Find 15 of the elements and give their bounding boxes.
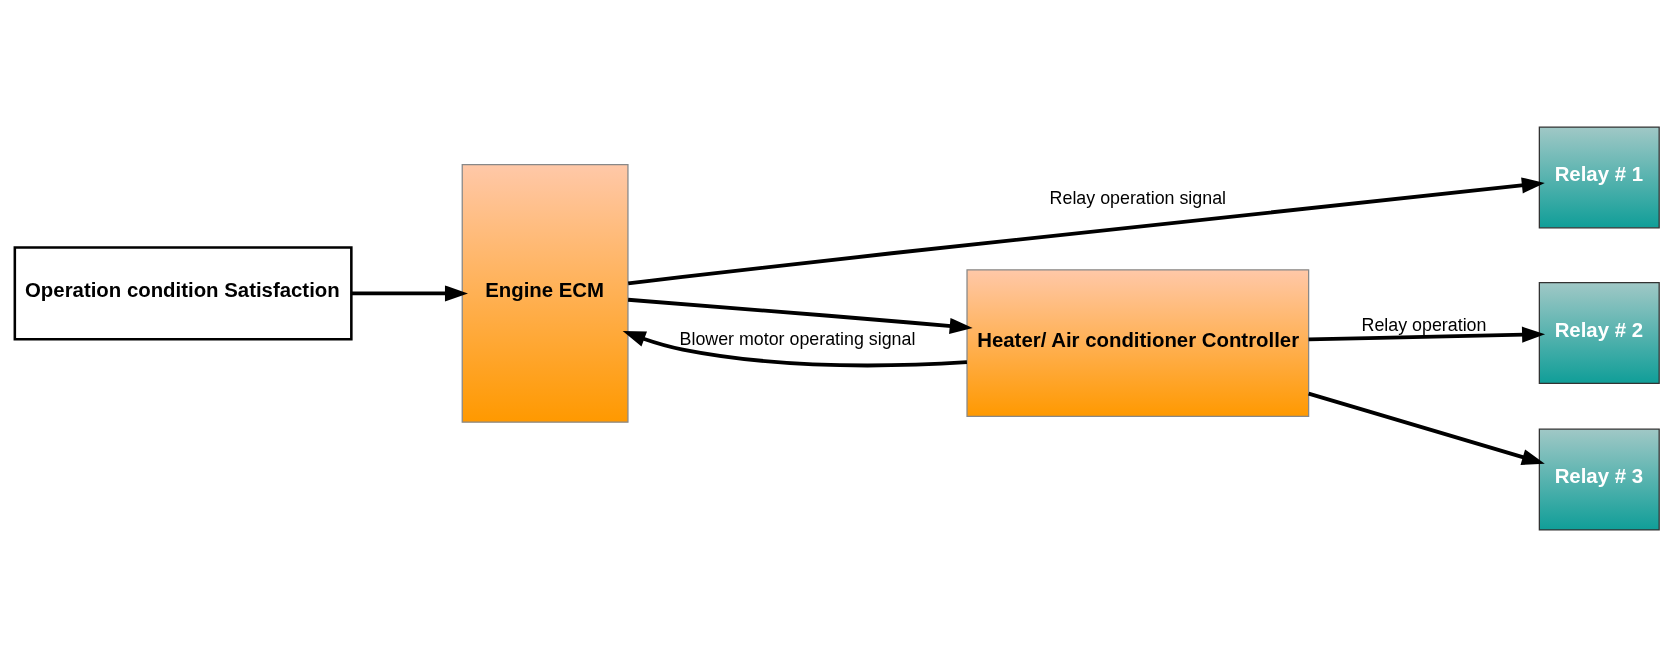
arrow bbox=[1308, 391, 1545, 465]
arrow bbox=[351, 284, 468, 301]
node-box: Relay # 1 bbox=[1538, 125, 1660, 228]
edge-label: Relay operation bbox=[1361, 314, 1487, 335]
edge-label: Blower motor operating signal bbox=[679, 328, 916, 349]
node-box: Relay # 3 bbox=[1538, 428, 1660, 531]
arrow bbox=[628, 176, 1545, 285]
arrow bbox=[622, 330, 968, 367]
arrow bbox=[627, 297, 973, 334]
arrow bbox=[1308, 326, 1546, 343]
node-box: Engine ECM bbox=[461, 163, 629, 423]
edge-label: Relay operation signal bbox=[1049, 187, 1227, 208]
node-box: Relay # 2 bbox=[1538, 281, 1660, 384]
node-box: Heater/ Air conditioner Controller bbox=[966, 268, 1310, 417]
node-box: Operation condition Satisfaction bbox=[13, 245, 353, 341]
